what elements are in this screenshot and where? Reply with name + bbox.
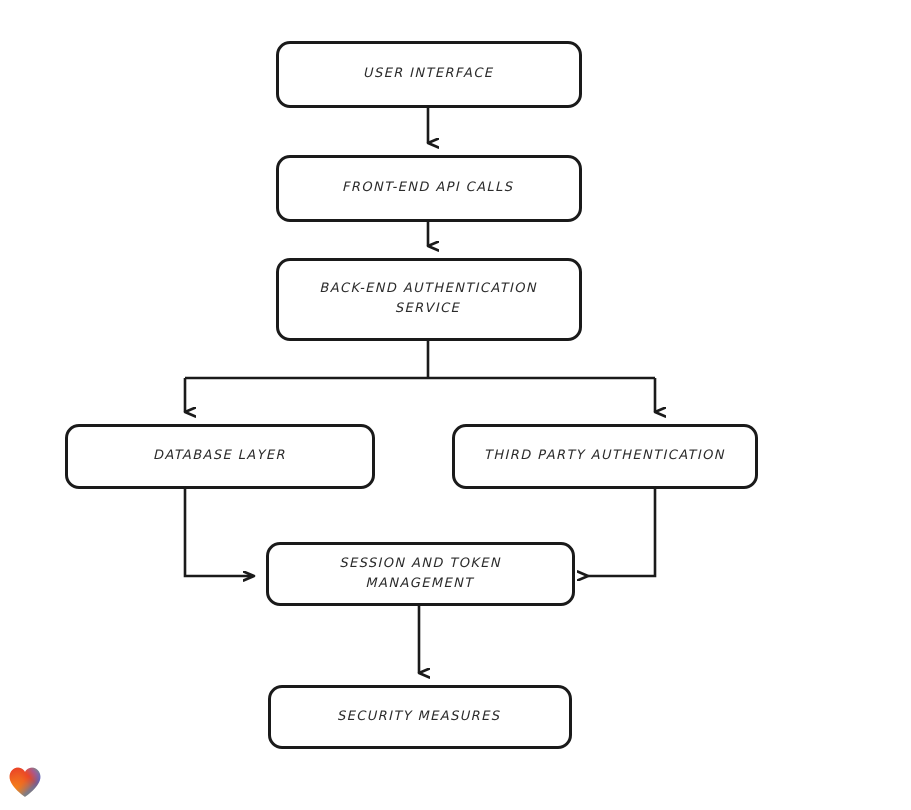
node-security-measures-label: Security Measures [338,708,502,724]
heart-icon [9,767,41,797]
node-frontend-api-calls-label: Front-End API Calls [343,180,515,196]
node-security-measures[interactable]: Security Measures [268,685,572,749]
node-user-interface-label: User Interface [363,66,495,82]
edge-thirdparty-to-session [588,489,657,576]
node-third-party-authentication-label: Third Party Authentication [484,448,726,464]
node-session-and-token-management[interactable]: Session and Token Management [266,542,575,606]
node-backend-authentication-service[interactable]: Back-End Authentication Service [276,258,582,341]
node-third-party-authentication[interactable]: Third Party Authentication [452,424,758,489]
edge-database-to-session [183,489,254,576]
node-database-layer-label: Database Layer [153,448,287,464]
node-database-layer[interactable]: Database Layer [65,424,375,489]
node-user-interface[interactable]: User Interface [276,41,582,108]
node-frontend-api-calls[interactable]: Front-End API Calls [276,155,582,222]
node-session-and-token-management-label: Session and Token Management [339,555,502,591]
node-backend-authentication-service-label: Back-End Authentication Service [320,281,539,317]
